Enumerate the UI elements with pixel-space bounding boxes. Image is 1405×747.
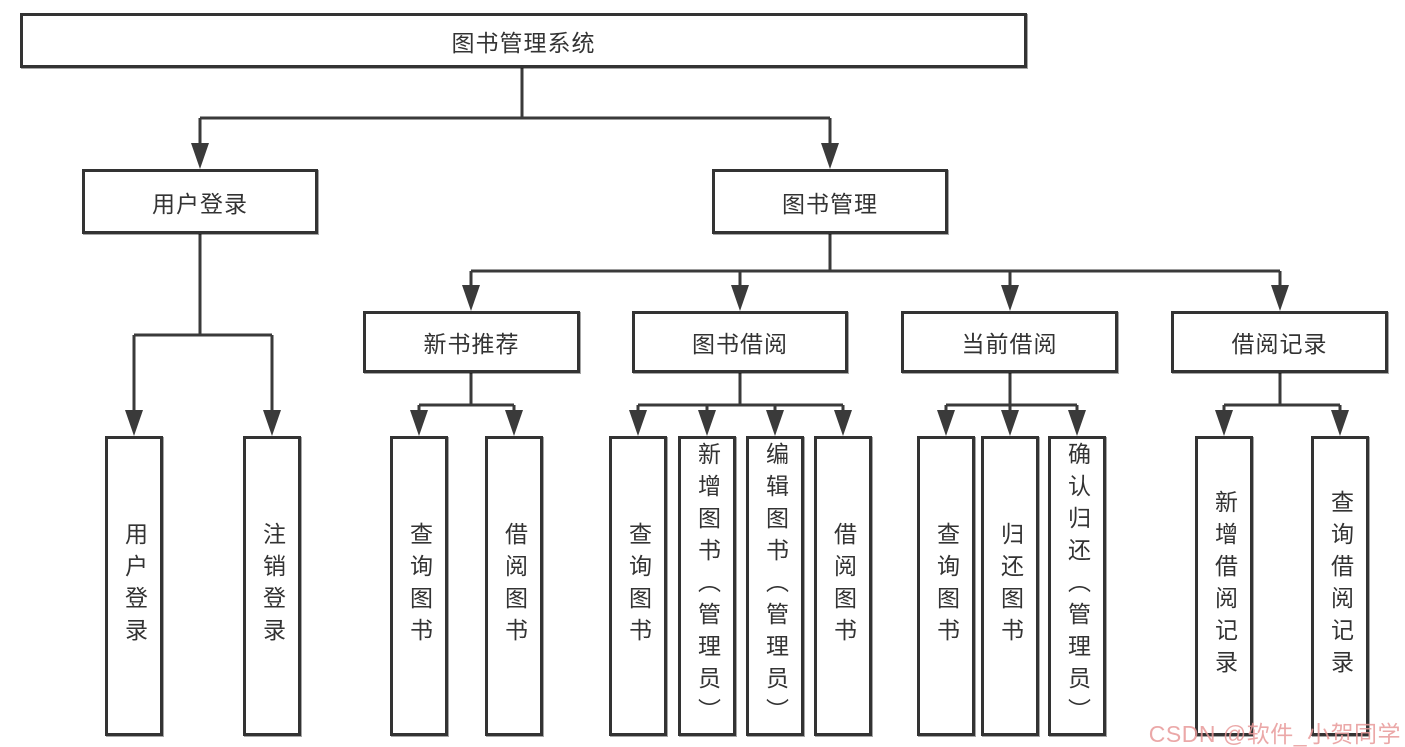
node-label: 用户登录 xyxy=(152,190,248,217)
node-label: 编辑图书（管理员） xyxy=(762,442,789,730)
arrowhead xyxy=(263,410,281,436)
node-label: 新增图书（管理员） xyxy=(694,442,721,730)
arrowhead xyxy=(125,410,143,436)
arrowhead xyxy=(629,410,647,436)
node-book-borrowing: 图书借阅 xyxy=(632,311,848,373)
root-connector xyxy=(198,68,832,146)
csdn-watermark: CSDN @软件_小贺同学 xyxy=(1148,721,1401,747)
leaf-logout: 注销登录 xyxy=(243,436,301,736)
node-label: 查询图书 xyxy=(933,522,960,650)
book-management-connector xyxy=(469,234,1282,288)
arrowhead xyxy=(834,410,852,436)
node-label: 新增借阅记录 xyxy=(1211,490,1238,682)
arrowhead xyxy=(937,410,955,436)
node-label: 查询图书 xyxy=(406,522,433,650)
node-label: 归还图书 xyxy=(997,522,1024,650)
leaf-user-login: 用户登录 xyxy=(105,436,163,736)
node-label: 注销登录 xyxy=(259,522,286,650)
arrowhead xyxy=(1001,285,1019,311)
leaf-borrow-books: 借阅图书 xyxy=(814,436,872,736)
arrowhead xyxy=(505,410,523,436)
borrow-records-connector xyxy=(1222,373,1342,414)
arrowhead xyxy=(191,143,209,169)
node-current-borrowing: 当前借阅 xyxy=(901,311,1118,373)
node-label: 查询图书 xyxy=(625,522,652,650)
leaf-borrow-books: 借阅图书 xyxy=(485,436,543,736)
leaf-return-books: 归还图书 xyxy=(981,436,1039,736)
node-label: 查询借阅记录 xyxy=(1327,490,1354,682)
node-root-library-system: 图书管理系统 xyxy=(20,13,1027,68)
leaf-query-books: 查询图书 xyxy=(917,436,975,736)
node-label: 新书推荐 xyxy=(423,331,520,357)
leaf-edit-books-admin: 编辑图书（管理员） xyxy=(746,436,804,736)
node-label: 图书借阅 xyxy=(692,331,788,357)
node-label: 确认归还（管理员） xyxy=(1064,442,1091,730)
leaf-query-books: 查询图书 xyxy=(609,436,667,736)
arrowhead xyxy=(821,143,839,169)
book-borrow-connector xyxy=(636,373,845,414)
node-new-book-recommend: 新书推荐 xyxy=(363,311,580,373)
leaf-query-borrow-record: 查询借阅记录 xyxy=(1311,436,1369,736)
node-label: 图书管理 xyxy=(782,190,878,217)
node-label: 图书管理系统 xyxy=(451,29,596,56)
node-label: 用户登录 xyxy=(121,522,148,650)
user-login-connector xyxy=(132,234,274,414)
arrowhead xyxy=(1215,410,1233,436)
leaf-query-books: 查询图书 xyxy=(390,436,448,736)
node-borrowing-records: 借阅记录 xyxy=(1171,311,1388,373)
arrowhead xyxy=(766,410,784,436)
arrowhead xyxy=(1271,285,1289,311)
leaf-confirm-return-admin: 确认归还（管理员） xyxy=(1048,436,1106,736)
new-book-connector xyxy=(417,373,516,414)
arrowhead xyxy=(698,410,716,436)
node-user-login: 用户登录 xyxy=(82,169,318,234)
arrowhead xyxy=(462,285,480,311)
node-book-management: 图书管理 xyxy=(712,169,948,234)
arrowheads xyxy=(125,143,1349,436)
leaf-add-borrow-record: 新增借阅记录 xyxy=(1195,436,1253,736)
node-label: 借阅记录 xyxy=(1231,331,1328,357)
arrowhead xyxy=(1068,410,1086,436)
current-borrow-connector xyxy=(944,373,1079,414)
arrowhead xyxy=(731,285,749,311)
leaf-add-books-admin: 新增图书（管理员） xyxy=(678,436,736,736)
arrowhead xyxy=(1331,410,1349,436)
node-label: 借阅图书 xyxy=(501,522,528,650)
node-label: 借阅图书 xyxy=(830,522,857,650)
arrowhead xyxy=(1001,410,1019,436)
node-label: 当前借阅 xyxy=(961,331,1058,357)
arrowhead xyxy=(410,410,428,436)
